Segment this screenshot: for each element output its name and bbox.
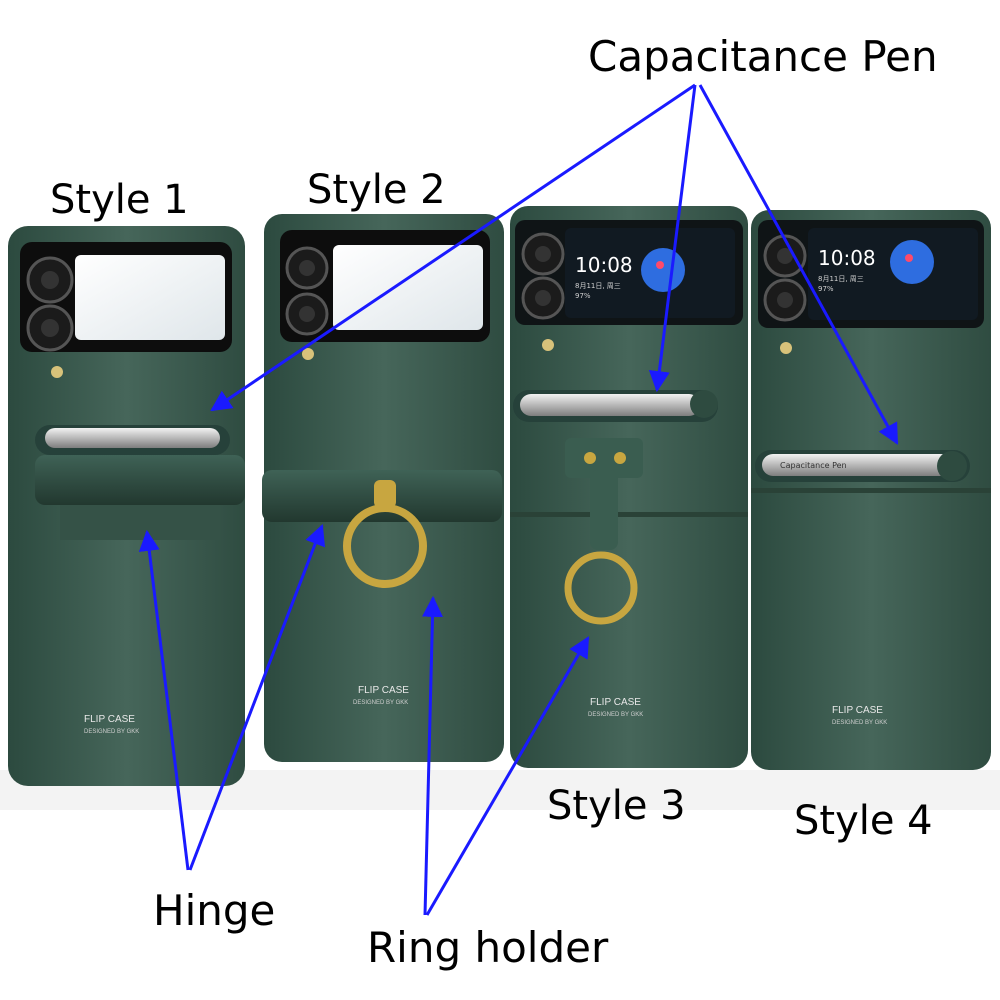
hinge-label: Hinge bbox=[153, 886, 276, 935]
phone3-brand: FLIP CASE bbox=[590, 697, 641, 708]
phone4-pen-print: Capacitance Pen bbox=[780, 461, 847, 470]
style-3-label: Style 3 bbox=[547, 783, 686, 829]
phone4-designer: DESIGNED BY GKK bbox=[832, 720, 887, 726]
phone2-designer: DESIGNED BY GKK bbox=[353, 700, 408, 706]
phone2-brand: FLIP CASE bbox=[358, 685, 409, 696]
ring-holder-label: Ring holder bbox=[367, 923, 609, 972]
phone-style-1 bbox=[8, 226, 245, 786]
phone3-designer: DESIGNED BY GKK bbox=[588, 712, 643, 718]
callout-arrows bbox=[138, 83, 899, 916]
arrow-pen-style4 bbox=[698, 84, 899, 445]
style-1-label: Style 1 bbox=[50, 177, 189, 223]
phone4-date: 8月11日, 周三 bbox=[818, 275, 864, 283]
phone4-battery: 97% bbox=[818, 285, 834, 293]
phone-style-4 bbox=[751, 210, 991, 770]
style-4-label: Style 4 bbox=[794, 798, 933, 844]
style-2-label: Style 2 bbox=[307, 167, 446, 213]
arrow-ring-style3 bbox=[425, 636, 590, 916]
phone3-date: 8月11日, 周三 bbox=[575, 282, 621, 290]
phone3-clock: 10:08 bbox=[575, 253, 633, 277]
arrow-ring-style2 bbox=[422, 595, 444, 916]
phone4-brand: FLIP CASE bbox=[832, 705, 883, 716]
phone3-battery: 97% bbox=[575, 292, 591, 300]
arrow-pen-style1 bbox=[210, 83, 696, 412]
arrow-hinge-style1 bbox=[138, 529, 190, 871]
phone1-brand: FLIP CASE bbox=[84, 714, 135, 725]
arrow-hinge-style2 bbox=[188, 524, 326, 871]
phone1-designer: DESIGNED BY GKK bbox=[84, 729, 139, 735]
capacitance-pen-label: Capacitance Pen bbox=[588, 32, 938, 81]
phone4-clock: 10:08 bbox=[818, 246, 876, 270]
phone-style-3 bbox=[510, 206, 748, 768]
arrow-pen-style3 bbox=[648, 84, 697, 393]
